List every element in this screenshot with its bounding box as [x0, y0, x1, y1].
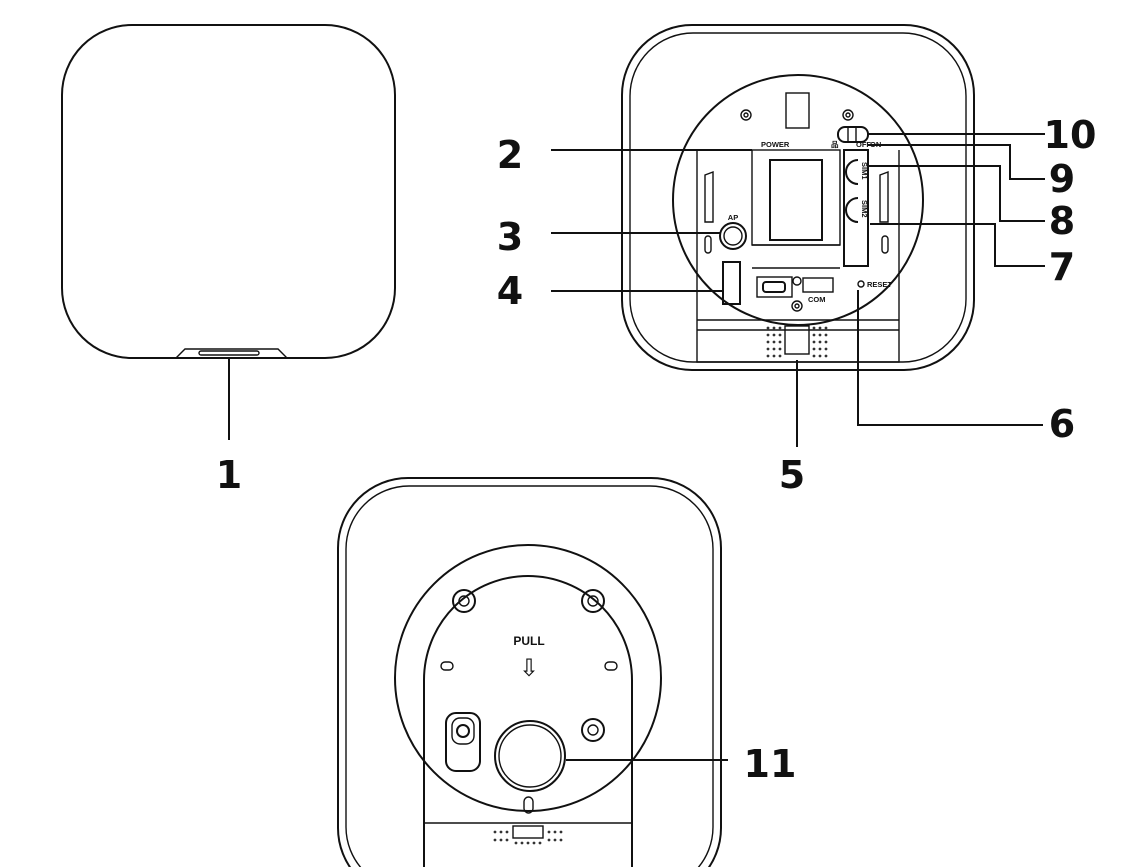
sim1-label: SIM1: [860, 162, 869, 180]
pull-arrow-icon: ⇩: [519, 654, 539, 682]
leader-line-9: [868, 144, 1045, 180]
speaker-grille: [766, 325, 828, 358]
reset-label: RESET: [867, 280, 892, 289]
callout-11: 11: [744, 742, 797, 786]
pull-label: PULL: [513, 634, 544, 648]
leader-line-7: [870, 223, 1045, 267]
sim2-label: SIM2: [860, 200, 869, 218]
rear-view: POWER 品 AP COM: [497, 24, 1097, 497]
callout-3: 3: [497, 215, 523, 259]
callout-1: 1: [216, 453, 242, 497]
callout-4: 4: [497, 269, 523, 313]
mount-screws: [452, 589, 605, 742]
callout-7: 7: [1049, 245, 1075, 289]
front-view: 1: [61, 24, 396, 497]
power-label: POWER: [761, 140, 790, 149]
leader-line-8: [868, 165, 1045, 222]
off-label: OFF: [856, 140, 871, 149]
leader-line-6: [857, 290, 1043, 426]
ethernet-label: 品: [831, 140, 839, 149]
callout-6: 6: [1049, 402, 1075, 446]
callout-10: 10: [1044, 113, 1097, 157]
callout-8: 8: [1049, 199, 1075, 243]
com-label: COM: [808, 295, 826, 304]
callout-9: 9: [1049, 157, 1075, 201]
ap-label: AP: [728, 213, 738, 222]
mount-view: PULL ⇩ 11: [337, 477, 797, 867]
callout-2: 2: [497, 133, 523, 177]
callout-5: 5: [779, 453, 805, 497]
